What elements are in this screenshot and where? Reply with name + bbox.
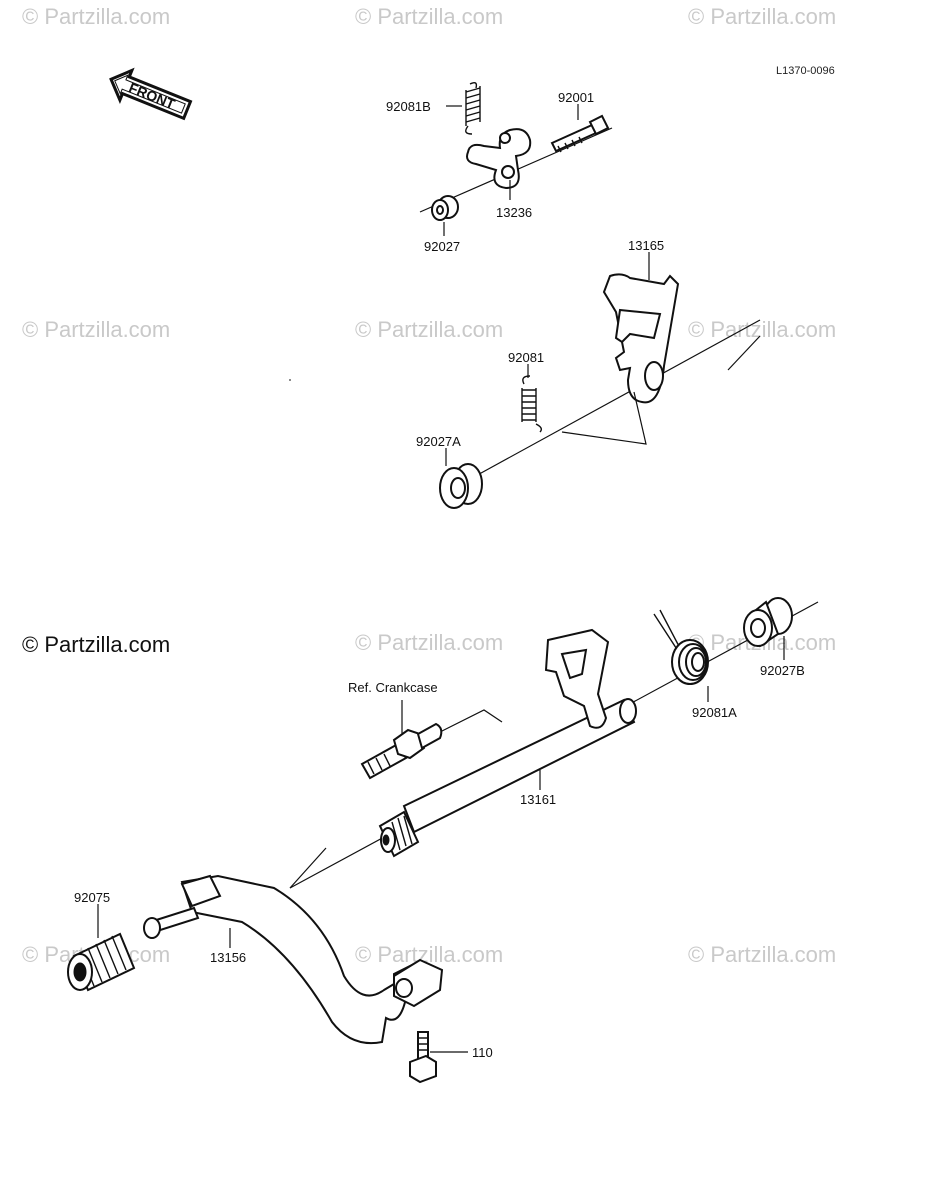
watermark: © Partzilla.com bbox=[688, 317, 836, 342]
label-92027a: 92027A bbox=[416, 434, 461, 449]
leader-arrow bbox=[561, 391, 647, 445]
shaft-13161 bbox=[378, 628, 637, 858]
bolt-110 bbox=[409, 1031, 437, 1084]
label-92075: 92075 bbox=[74, 890, 110, 905]
leader-crankcase bbox=[435, 709, 503, 735]
stud-ref-crankcase bbox=[360, 722, 443, 780]
label-92027b: 92027B bbox=[760, 663, 805, 678]
label-92001: 92001 bbox=[558, 90, 594, 105]
pedal-13156 bbox=[143, 874, 444, 1044]
axis-tick bbox=[289, 847, 327, 889]
label-92081b: 92081B bbox=[386, 99, 431, 114]
collar-92027 bbox=[431, 195, 459, 221]
watermark-main: © Partzilla.com bbox=[22, 632, 170, 657]
watermark: © Partzilla.com bbox=[355, 942, 503, 967]
watermark: © Partzilla.com bbox=[688, 942, 836, 967]
label-13236: 13236 bbox=[496, 205, 532, 220]
watermark: © Partzilla.com bbox=[355, 317, 503, 342]
watermark: © Partzilla.com bbox=[355, 630, 503, 655]
watermark: © Partzilla.com bbox=[688, 4, 836, 29]
bolt-92001 bbox=[550, 114, 610, 153]
watermark: © Partzilla.com bbox=[22, 317, 170, 342]
watermark: © Partzilla.com bbox=[355, 4, 503, 29]
label-13161: 13161 bbox=[520, 792, 556, 807]
watermark: © Partzilla.com bbox=[22, 4, 170, 29]
label-92081: 92081 bbox=[508, 350, 544, 365]
front-arrow-icon: FRONT bbox=[109, 67, 193, 121]
label-92081a: 92081A bbox=[692, 705, 737, 720]
label-ref-crankcase: Ref. Crankcase bbox=[348, 680, 438, 695]
speck bbox=[289, 379, 291, 381]
collar-92027b bbox=[743, 597, 793, 648]
collar-92027a bbox=[439, 463, 483, 509]
spring-92081b bbox=[465, 81, 481, 135]
assembly-axis bbox=[471, 319, 761, 479]
label-92027: 92027 bbox=[424, 239, 460, 254]
label-110: 110 bbox=[472, 1045, 493, 1060]
rubber-92075 bbox=[67, 932, 136, 992]
front-label: FRONT bbox=[127, 79, 178, 112]
spring-92081 bbox=[521, 375, 543, 433]
lever-13236 bbox=[466, 128, 532, 190]
axis-tick bbox=[727, 335, 761, 371]
label-13165: 13165 bbox=[628, 238, 664, 253]
spring-92081a bbox=[653, 609, 709, 685]
label-13156: 13156 bbox=[210, 950, 246, 965]
diagram-code: L1370-0096 bbox=[776, 65, 835, 77]
arm-13165 bbox=[602, 273, 680, 404]
